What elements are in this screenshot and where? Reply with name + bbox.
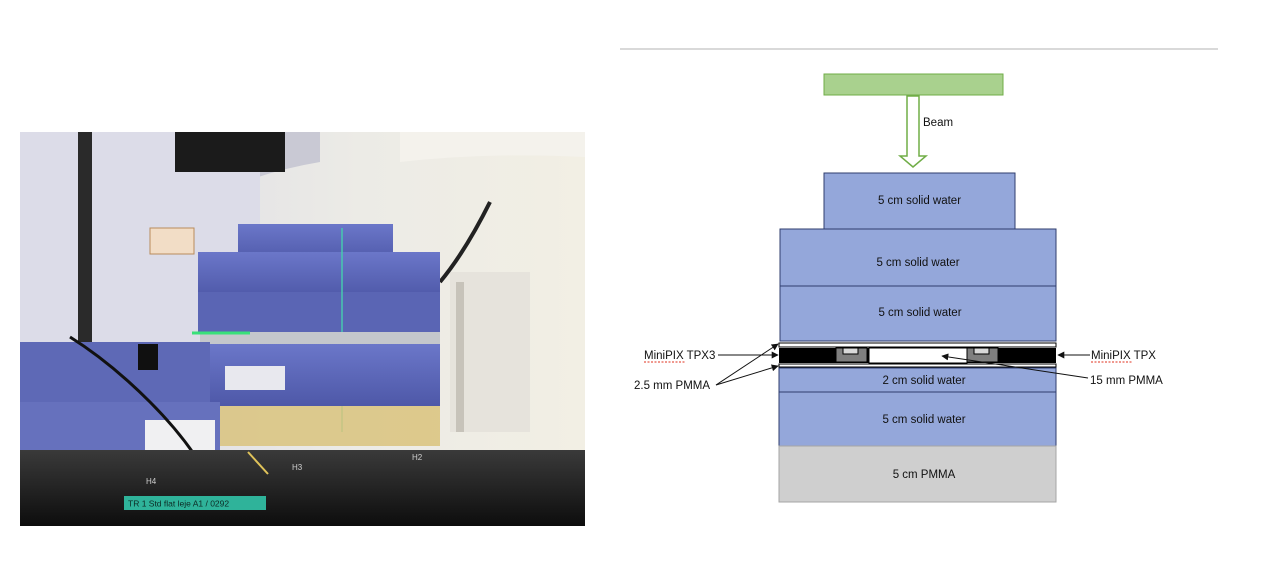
- layer-3: [779, 285, 1057, 342]
- right-pmma-label: 15 mm PMMA: [1090, 375, 1163, 387]
- photo-gantry-edge: [78, 132, 92, 342]
- photo-warning-sign: [149, 227, 195, 255]
- left-detector-label: MiniPIX TPX3: [644, 350, 715, 362]
- photo-slab-left: [20, 342, 210, 407]
- right-detector-label: MiniPIX TPX: [1091, 350, 1156, 362]
- beam-label: Beam: [923, 117, 953, 129]
- phantom-diagram: Beam 5 cm solid water 5 cm solid water 5…: [600, 0, 1260, 540]
- right-pmma-pointer: [941, 353, 1089, 379]
- beam-source: [823, 73, 1004, 96]
- layer-2: [779, 228, 1057, 287]
- pmma-sheet-bottom: [778, 363, 1057, 368]
- detector-left-chip: [842, 347, 859, 355]
- photo-floor-label-h4: H4: [146, 477, 157, 486]
- layer-6-label: 5 cm PMMA: [893, 469, 956, 481]
- photo-slab-3: [198, 292, 440, 332]
- layer-6: [778, 445, 1057, 503]
- left-pmma-pointer-top: [715, 343, 779, 386]
- layer-1-label: 5 cm solid water: [878, 195, 961, 207]
- photo-door-frame: [456, 282, 464, 432]
- photo-floor-label-h3: H3: [292, 463, 303, 472]
- layer-4: [778, 367, 1057, 393]
- beam-arrow: [897, 95, 929, 168]
- photo-tag-background: [124, 496, 266, 510]
- pmma-spacer: [868, 347, 968, 364]
- layer-4-label: 2 cm solid water: [882, 375, 965, 387]
- layer-2-label: 5 cm solid water: [876, 257, 959, 269]
- pmma-sheet-top: [778, 342, 1057, 348]
- photo-tag-text: TR 1 Std flat leje A1 / 0292: [128, 499, 229, 509]
- detector-right-chip: [973, 347, 990, 355]
- layer-3-label: 5 cm solid water: [878, 307, 961, 319]
- photo-pmma-block: [220, 406, 440, 446]
- photo-floor-label-h2: H2: [412, 453, 423, 462]
- photo-ceiling-curve: [400, 132, 585, 162]
- left-pmma-pointer-bottom: [715, 364, 779, 386]
- left-pmma-label: 2.5 mm PMMA: [634, 380, 710, 392]
- photo-label-sticker: [225, 366, 285, 390]
- layer-5-label: 5 cm solid water: [882, 414, 965, 426]
- photo-table-mark: [247, 451, 269, 475]
- photo-table: [20, 450, 585, 526]
- setup-photo: H4 H3 H2 TR 1 Std flat leje A1 / 0292: [20, 132, 585, 526]
- photo-slab-2: [198, 252, 440, 298]
- photo-cable-clip: [138, 344, 158, 370]
- photo-monitor: [175, 132, 285, 172]
- layer-5: [778, 391, 1057, 447]
- photo-cable: [438, 201, 492, 284]
- photo-detector-plate: [200, 332, 440, 344]
